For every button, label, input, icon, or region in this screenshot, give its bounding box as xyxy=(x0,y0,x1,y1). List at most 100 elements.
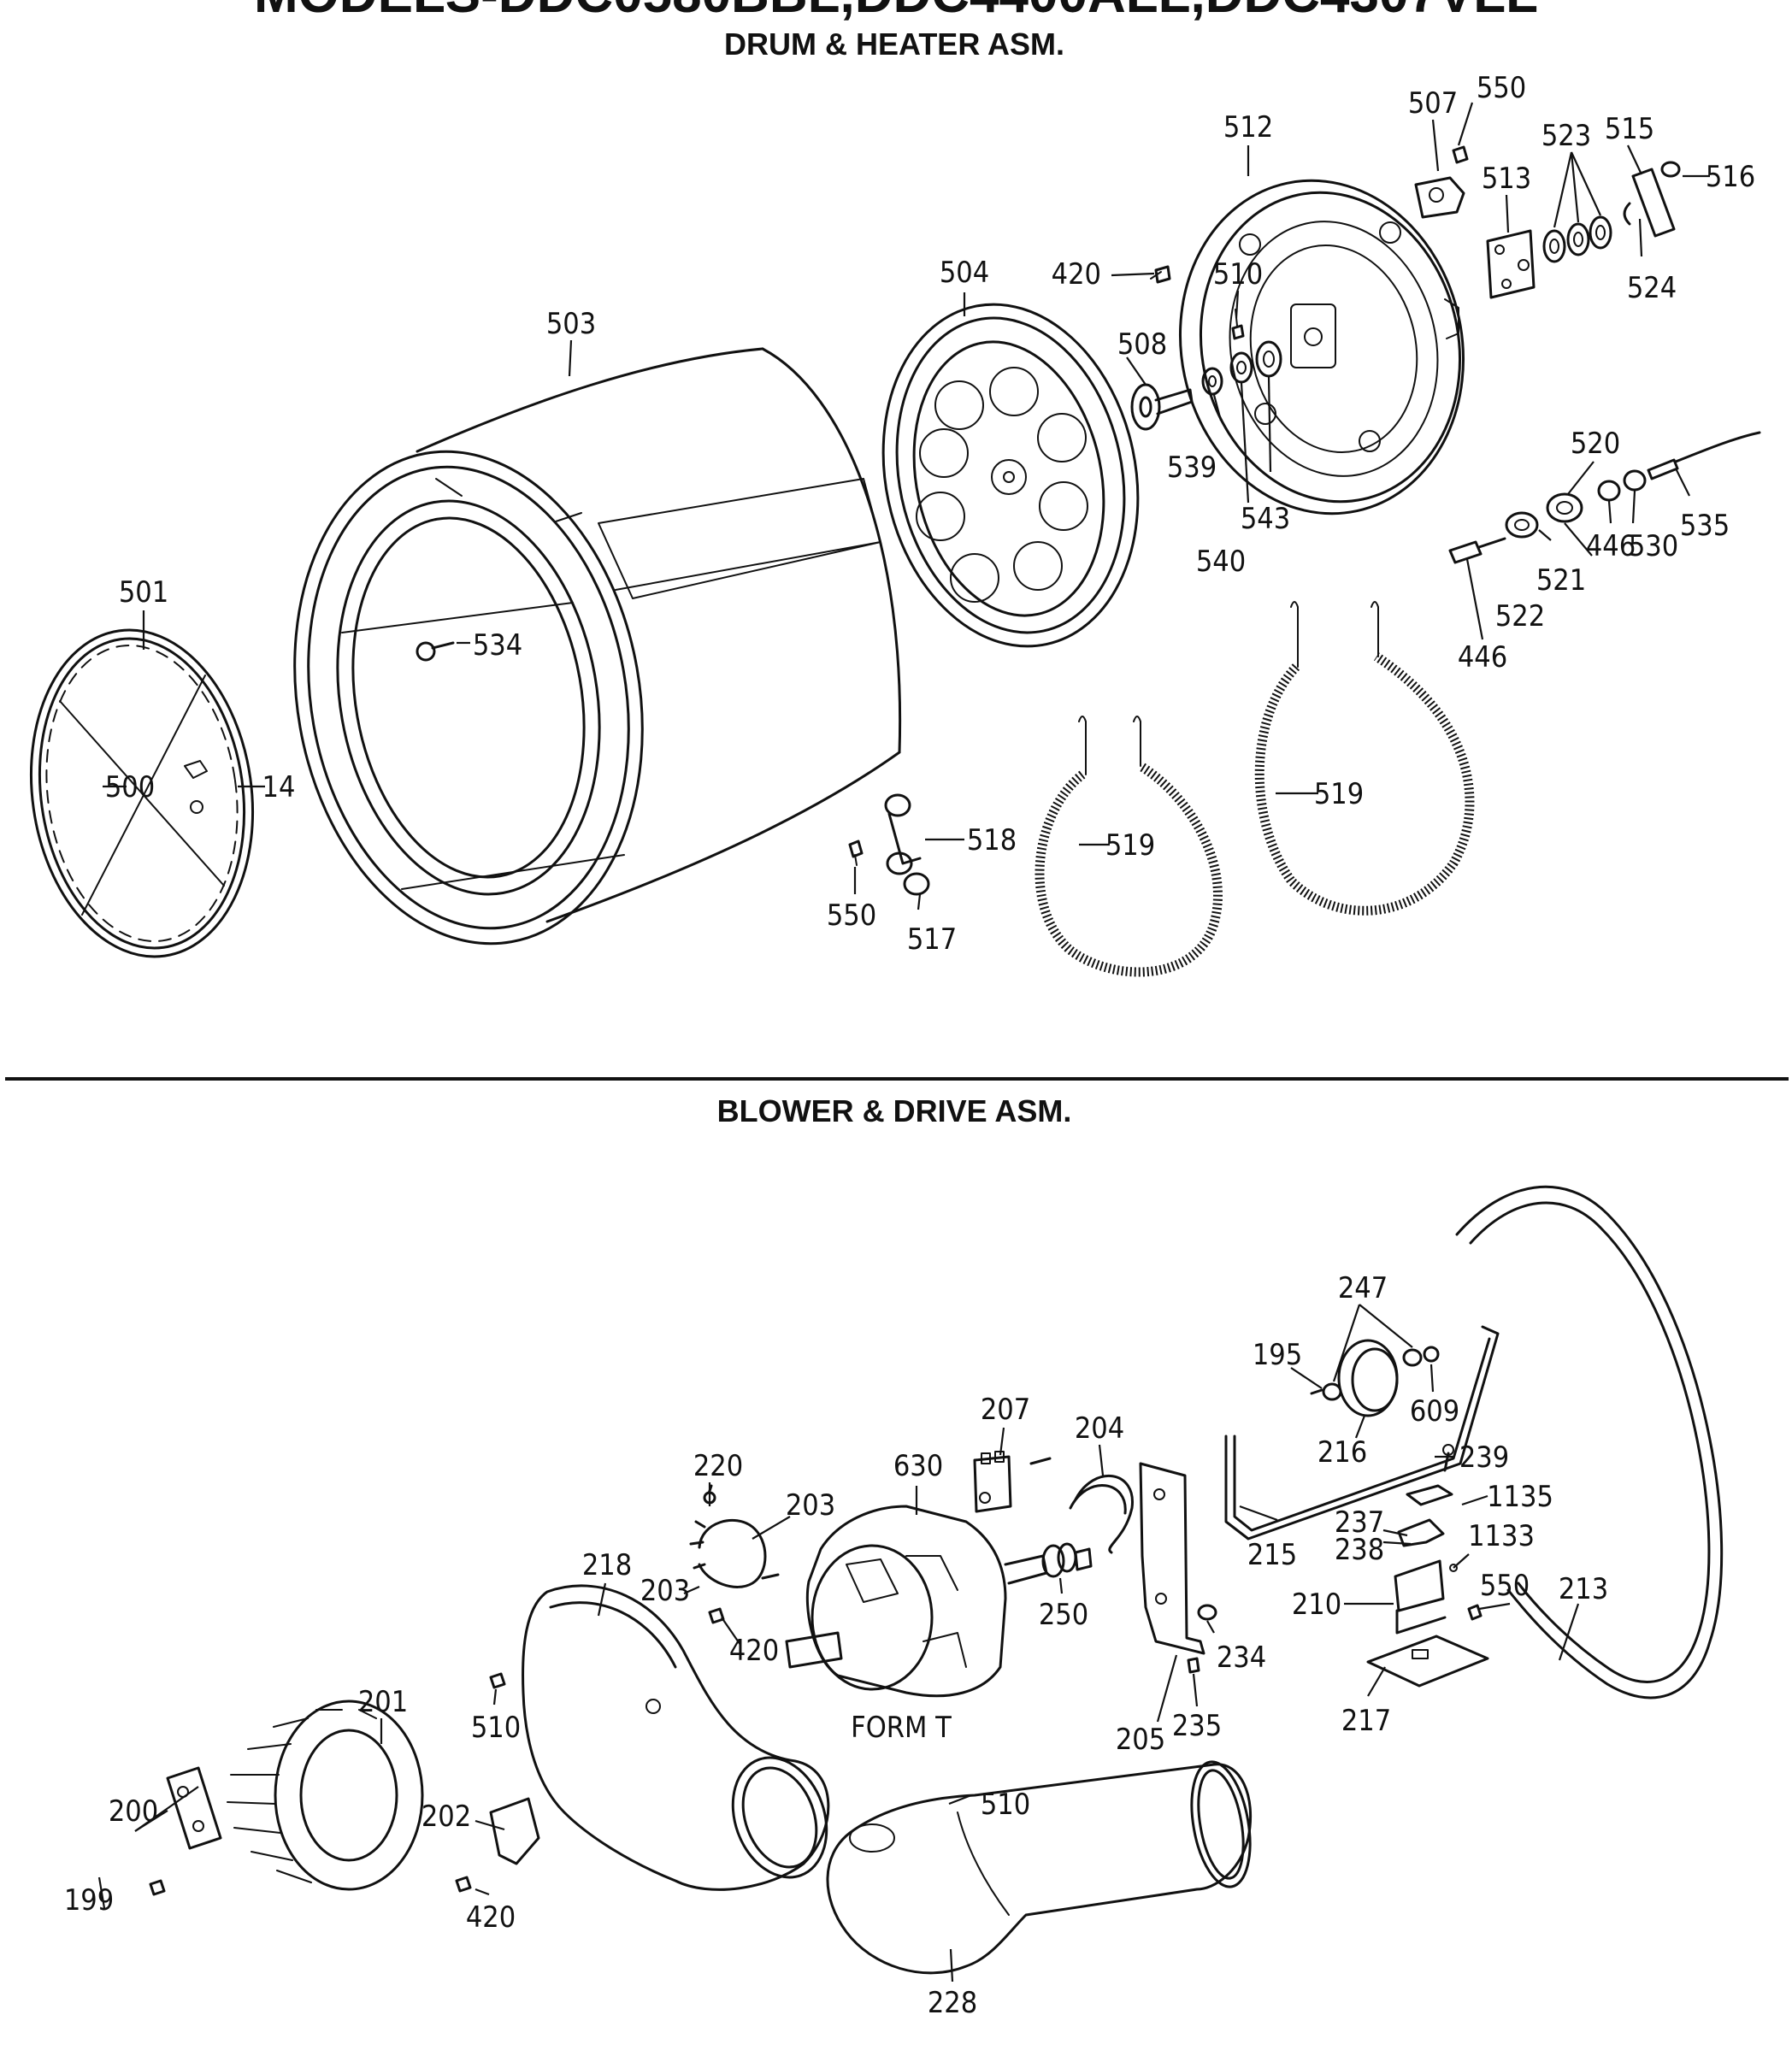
label-250: 250 xyxy=(1039,1598,1088,1632)
label-520: 520 xyxy=(1571,427,1620,461)
label-523: 523 xyxy=(1541,119,1591,153)
label-203-left: 203 xyxy=(640,1574,690,1608)
label-215: 215 xyxy=(1247,1538,1297,1572)
label-507: 507 xyxy=(1408,86,1458,121)
label-446-a: 446 xyxy=(1586,529,1636,563)
heater-terminal-hardware xyxy=(1448,431,1761,564)
label-1133: 1133 xyxy=(1468,1519,1535,1553)
label-504: 504 xyxy=(940,256,989,290)
motor-mount-bracket xyxy=(1139,1462,1217,1674)
motor-strap xyxy=(1069,1475,1134,1554)
blower-bracket xyxy=(455,1797,540,1893)
label-204: 204 xyxy=(1075,1411,1124,1446)
drum xyxy=(293,347,902,946)
label-515: 515 xyxy=(1605,112,1654,146)
label-203-top: 203 xyxy=(786,1488,835,1523)
drum-rear-head xyxy=(881,303,1140,648)
label-446-b: 446 xyxy=(1458,640,1507,675)
front-drum-seal-ring xyxy=(29,628,255,958)
label-207: 207 xyxy=(981,1393,1030,1427)
label-210: 210 xyxy=(1292,1588,1341,1622)
label-519-large: 519 xyxy=(1314,777,1364,811)
label-202: 202 xyxy=(421,1800,471,1834)
belt-switch-assembly xyxy=(1366,1444,1489,1688)
label-508: 508 xyxy=(1117,327,1167,362)
label-543: 543 xyxy=(1241,502,1290,536)
label-524: 524 xyxy=(1627,271,1677,305)
label-220: 220 xyxy=(693,1449,743,1483)
label-217: 217 xyxy=(1341,1704,1391,1738)
blower-part-labels: 247 195 609 216 207 204 630 220 203 203 … xyxy=(64,1271,1608,2020)
idler-arm xyxy=(1224,1325,1500,1541)
label-14: 14 xyxy=(262,770,296,804)
label-205: 205 xyxy=(1116,1723,1165,1757)
label-550-bracket: 550 xyxy=(827,898,876,933)
label-235: 235 xyxy=(1172,1709,1222,1743)
label-199: 199 xyxy=(64,1883,114,1918)
heater-coil-large xyxy=(1254,601,1475,916)
label-234: 234 xyxy=(1217,1641,1266,1675)
label-218: 218 xyxy=(582,1548,632,1582)
thermostat xyxy=(1414,145,1469,219)
label-420-drum: 420 xyxy=(1052,257,1101,292)
models-title: MODELS-DDC0580BBL,DDC4400ALL,DDC4307VLL xyxy=(254,0,1538,24)
label-195: 195 xyxy=(1253,1338,1302,1372)
label-216: 216 xyxy=(1317,1435,1367,1470)
drum-leader-lines xyxy=(103,102,1710,910)
label-510-drum: 510 xyxy=(1213,257,1263,292)
label-237: 237 xyxy=(1335,1505,1384,1540)
label-501: 501 xyxy=(119,575,168,610)
label-522: 522 xyxy=(1495,599,1545,633)
drum-shaft-and-washers xyxy=(1130,265,1282,431)
label-420-bracket: 420 xyxy=(466,1900,516,1935)
label-510-duct: 510 xyxy=(981,1788,1030,1822)
drum-screw xyxy=(416,641,455,662)
motor-mount-clamps xyxy=(689,1484,780,1588)
label-534: 534 xyxy=(473,628,522,663)
label-247: 247 xyxy=(1338,1271,1388,1305)
drum-part-labels: 503 501 500 14 534 504 508 420 510 512 5… xyxy=(105,71,1755,957)
label-516: 516 xyxy=(1706,160,1755,194)
label-535: 535 xyxy=(1680,509,1730,543)
label-1135: 1135 xyxy=(1487,1480,1553,1514)
idler-pulley xyxy=(1310,1339,1440,1417)
label-519-small: 519 xyxy=(1105,828,1155,863)
label-550-switch: 550 xyxy=(1480,1569,1530,1603)
label-200: 200 xyxy=(109,1794,158,1829)
drive-motor xyxy=(785,1505,1093,1698)
label-630: 630 xyxy=(893,1449,943,1483)
label-201: 201 xyxy=(358,1685,408,1719)
label-239: 239 xyxy=(1459,1440,1509,1475)
label-500: 500 xyxy=(105,770,155,804)
label-503: 503 xyxy=(546,307,596,341)
label-517: 517 xyxy=(907,922,957,957)
blower-section-title: BLOWER & DRIVE ASM. xyxy=(717,1093,1072,1128)
label-513: 513 xyxy=(1482,162,1531,196)
drum-section-title: DRUM & HEATER ASM. xyxy=(724,27,1064,62)
label-530: 530 xyxy=(1629,529,1678,563)
label-540: 540 xyxy=(1196,545,1246,579)
exhaust-duct xyxy=(826,1760,1253,1975)
label-609: 609 xyxy=(1410,1394,1459,1429)
label-550-thermostat: 550 xyxy=(1477,71,1526,105)
label-420-clamp: 420 xyxy=(729,1634,779,1668)
label-228: 228 xyxy=(928,1986,977,2020)
label-512: 512 xyxy=(1223,110,1273,144)
motor-form-label: FORM T xyxy=(851,1711,952,1745)
rear-bulkhead xyxy=(1178,179,1465,515)
heater-bracket xyxy=(848,793,930,896)
centrifugal-switch xyxy=(973,1451,1052,1513)
label-510-blower: 510 xyxy=(471,1711,521,1745)
heater-coil-small xyxy=(1035,716,1223,977)
label-238: 238 xyxy=(1335,1533,1384,1567)
blower-wheel xyxy=(227,1700,424,1891)
label-518: 518 xyxy=(967,823,1017,857)
blower-housing xyxy=(522,1584,830,1891)
blower-leader-lines xyxy=(97,1304,1580,1982)
label-213: 213 xyxy=(1559,1572,1608,1606)
label-521: 521 xyxy=(1536,563,1586,598)
drive-belt xyxy=(1455,1185,1724,1700)
label-539: 539 xyxy=(1167,451,1217,485)
